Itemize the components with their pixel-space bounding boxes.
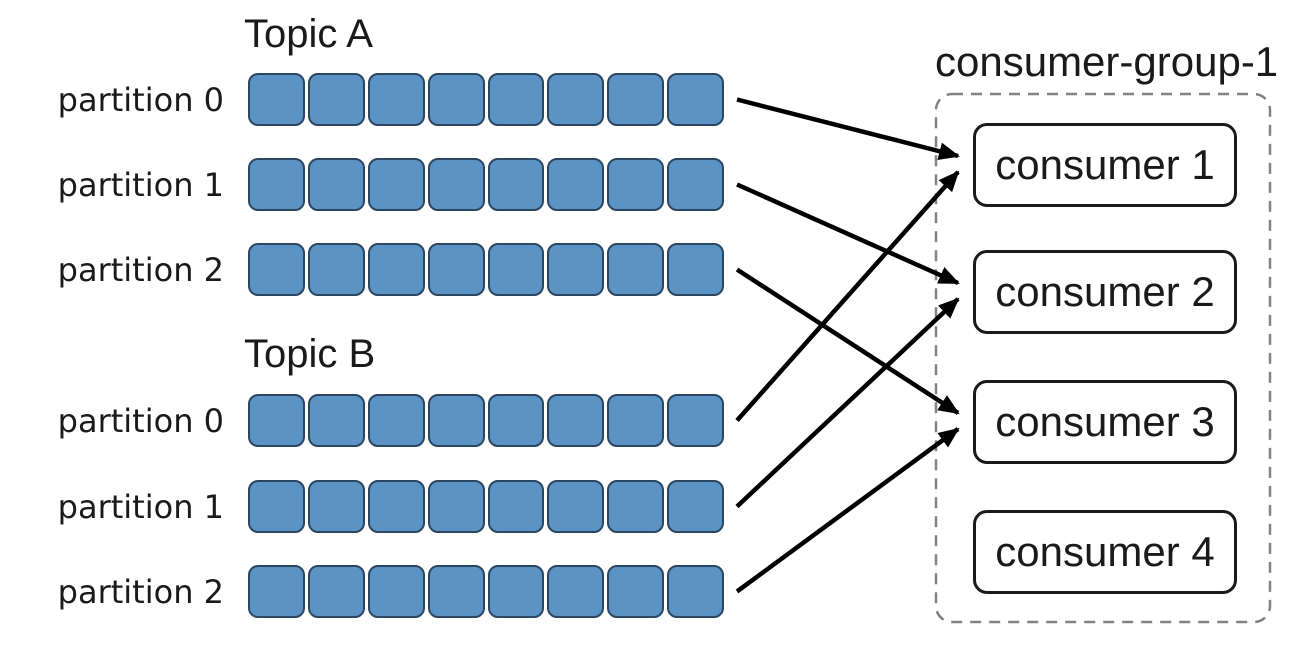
topic-a-partition-2-cells — [248, 243, 724, 296]
message-cell — [427, 394, 485, 447]
consumer-2-box: consumer 2 — [973, 250, 1237, 334]
message-cell — [487, 243, 545, 296]
message-cell — [367, 480, 425, 533]
topic-b-partition-0-label: partition 0 — [57, 401, 224, 440]
consumer-3-box: consumer 3 — [973, 380, 1237, 464]
consumer-4-box: consumer 4 — [973, 510, 1237, 594]
consumer-group-label: consumer-group-1 — [935, 38, 1279, 85]
message-cell — [607, 158, 665, 211]
topic-a-partition-1-label: partition 1 — [57, 165, 224, 204]
message-cell — [427, 480, 485, 533]
topic-a-title: Topic A — [244, 12, 373, 56]
message-cell — [367, 243, 425, 296]
topic-b-partition-1-label: partition 1 — [57, 487, 224, 526]
arrow-topic-b-partition-1-to-consumer-2 — [735, 297, 960, 509]
topic-b-partition-2-cells — [248, 565, 724, 618]
message-cell — [248, 73, 305, 126]
topic-a-partition-0-cells — [248, 73, 724, 126]
message-cell — [307, 565, 365, 618]
message-cell — [547, 394, 605, 447]
message-cell — [427, 73, 485, 126]
topic-b-title: Topic B — [244, 332, 376, 376]
message-cell — [248, 243, 305, 296]
arrow-topic-a-partition-2-to-consumer-3 — [735, 267, 960, 415]
arrow-topic-a-partition-0-to-consumer-1 — [736, 97, 960, 161]
consumer-group-dashed-border — [934, 92, 1272, 624]
message-cell — [248, 394, 305, 447]
message-cell — [487, 73, 545, 126]
arrow-topic-b-partition-2-to-consumer-3 — [735, 427, 960, 594]
message-cell — [667, 565, 724, 618]
message-cell — [607, 565, 665, 618]
arrow-topic-b-partition-0-to-consumer-1 — [735, 170, 960, 422]
message-cell — [248, 480, 305, 533]
message-cell — [307, 73, 365, 126]
message-cell — [427, 158, 485, 211]
message-cell — [487, 565, 545, 618]
message-cell — [367, 565, 425, 618]
message-cell — [427, 565, 485, 618]
message-cell — [667, 480, 724, 533]
message-cell — [547, 565, 605, 618]
message-cell — [607, 243, 665, 296]
message-cell — [547, 480, 605, 533]
message-cell — [248, 565, 305, 618]
message-cell — [427, 243, 485, 296]
message-cell — [667, 394, 724, 447]
consumer-1-box: consumer 1 — [973, 123, 1237, 207]
message-cell — [248, 158, 305, 211]
message-cell — [607, 73, 665, 126]
topic-b-partition-0-cells — [248, 394, 724, 447]
message-cell — [547, 73, 605, 126]
topic-a-partition-1-cells — [248, 158, 724, 211]
message-cell — [367, 394, 425, 447]
message-cell — [667, 243, 724, 296]
message-cell — [307, 394, 365, 447]
message-cell — [487, 480, 545, 533]
message-cell — [547, 243, 605, 296]
message-cell — [487, 158, 545, 211]
message-cell — [487, 394, 545, 447]
message-cell — [667, 158, 724, 211]
message-cell — [307, 158, 365, 211]
message-cell — [307, 480, 365, 533]
message-cell — [667, 73, 724, 126]
message-cell — [307, 243, 365, 296]
message-cell — [607, 394, 665, 447]
message-cell — [547, 158, 605, 211]
arrow-topic-a-partition-1-to-consumer-2 — [736, 182, 960, 286]
message-cell — [367, 158, 425, 211]
message-cell — [367, 73, 425, 126]
message-cell — [607, 480, 665, 533]
topic-a-partition-2-label: partition 2 — [57, 250, 224, 289]
topic-b-partition-1-cells — [248, 480, 724, 533]
topic-b-partition-2-label: partition 2 — [57, 572, 224, 611]
topic-a-partition-0-label: partition 0 — [57, 80, 224, 119]
